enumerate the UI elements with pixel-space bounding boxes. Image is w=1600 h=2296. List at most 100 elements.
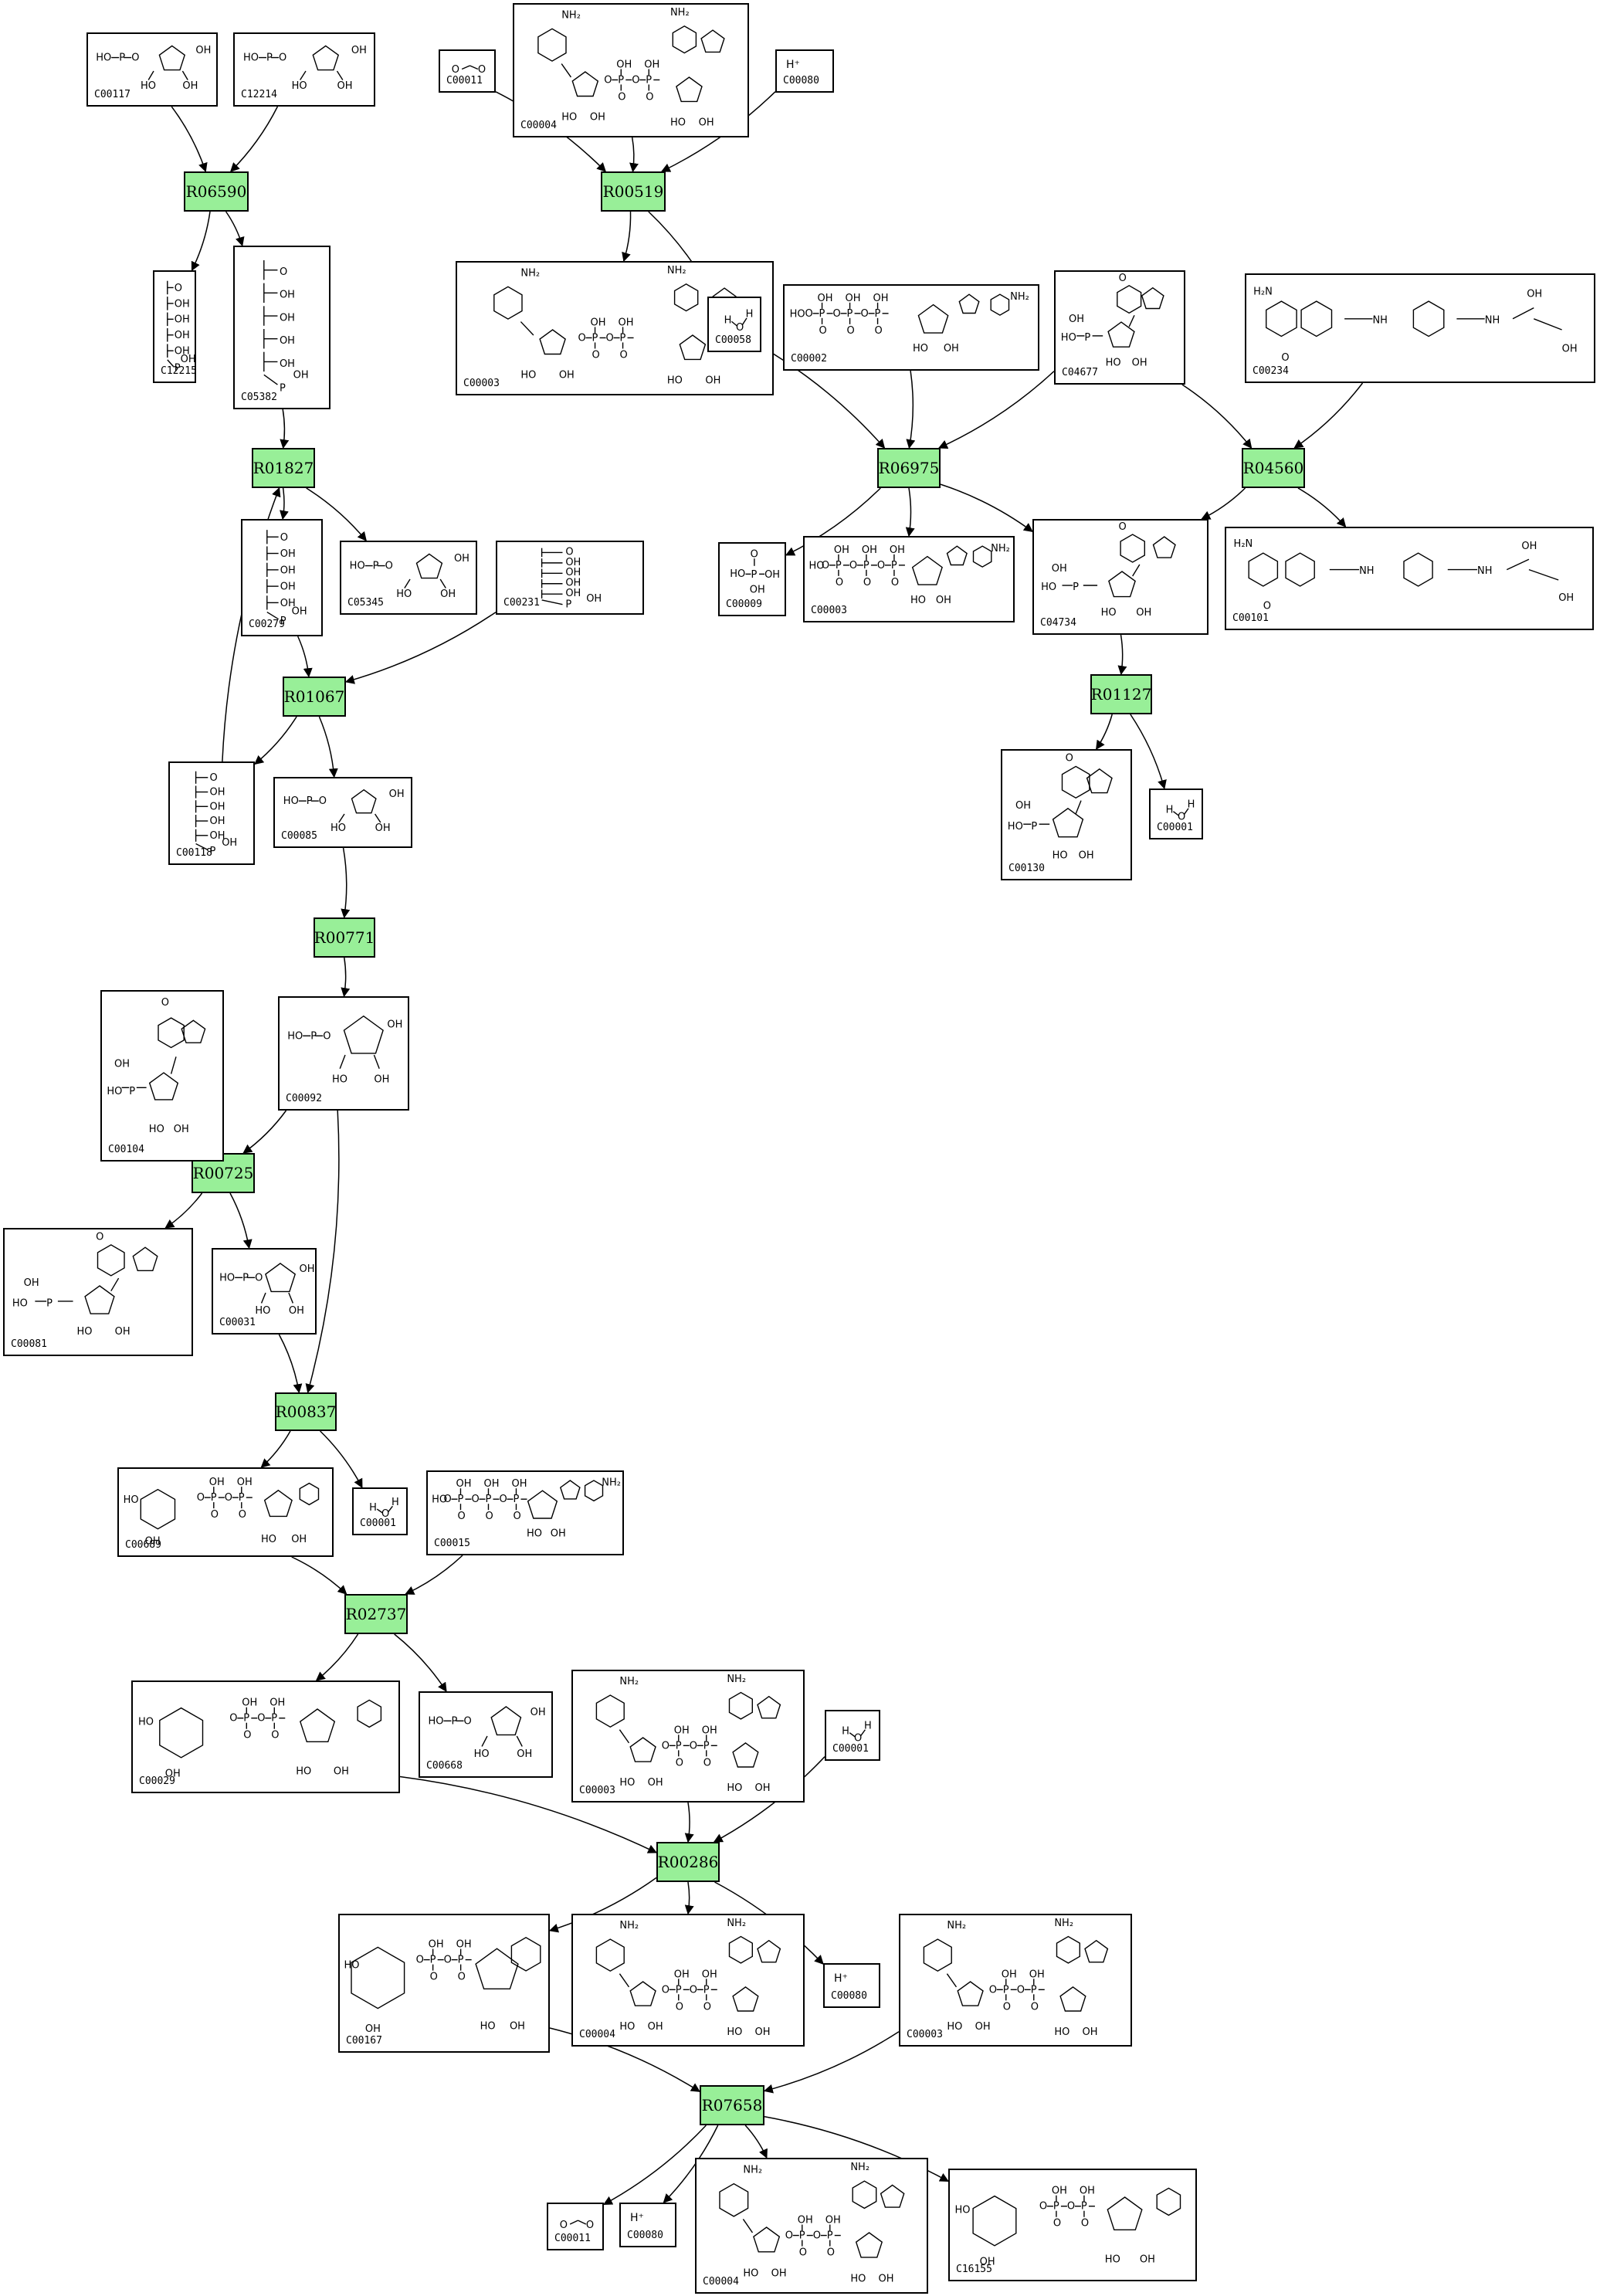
- svg-text:HO: HO: [667, 375, 683, 387]
- reaction-node[interactable]: R07658: [700, 2085, 764, 2125]
- reaction-edge: [713, 1756, 825, 1843]
- svg-text:OH: OH: [165, 1769, 181, 1780]
- svg-text:P: P: [271, 1713, 277, 1725]
- svg-text:OH: OH: [1069, 314, 1084, 325]
- svg-text:O: O: [847, 325, 855, 337]
- reaction-node[interactable]: R00771: [314, 917, 375, 958]
- reaction-node[interactable]: R00286: [656, 1842, 720, 1882]
- svg-text:OH: OH: [511, 1478, 527, 1490]
- reaction-edge: [191, 211, 211, 272]
- svg-text:OH: OH: [699, 117, 714, 129]
- svg-text:OH: OH: [375, 822, 391, 834]
- svg-text:HO: HO: [619, 1777, 635, 1789]
- svg-text:HO: HO: [344, 1959, 359, 1971]
- reaction-node[interactable]: R06590: [184, 171, 249, 212]
- reaction-edge: [306, 487, 367, 541]
- compound-id-label: C00009: [726, 599, 762, 610]
- svg-text:OH: OH: [798, 2215, 813, 2226]
- reaction-node[interactable]: R00837: [275, 1392, 337, 1431]
- reaction-node[interactable]: R06975: [877, 448, 941, 488]
- compound-id-label: C00117: [94, 89, 131, 100]
- compound-node[interactable]: H⁺C00080: [619, 2203, 676, 2247]
- svg-text:H: H: [842, 1726, 849, 1738]
- reaction-edge: [1130, 714, 1167, 790]
- svg-text:O: O: [443, 1494, 451, 1505]
- reaction-node[interactable]: R01067: [283, 677, 346, 717]
- svg-text:O: O: [463, 1715, 471, 1727]
- compound-id-label: C00101: [1232, 612, 1269, 624]
- reaction-edge: [549, 2027, 701, 2092]
- reaction-edge: [318, 716, 338, 778]
- reaction-edge: [315, 1633, 359, 1681]
- svg-text:OH: OH: [280, 548, 296, 560]
- reaction-edge: [937, 371, 1055, 449]
- svg-text:P: P: [836, 560, 842, 571]
- svg-text:O: O: [785, 2230, 793, 2242]
- svg-text:O: O: [1031, 2001, 1039, 2013]
- svg-text:HO: HO: [527, 1528, 542, 1540]
- reaction-node[interactable]: R01127: [1090, 674, 1152, 714]
- reaction-node[interactable]: R01827: [252, 448, 315, 488]
- svg-text:H: H: [724, 314, 732, 326]
- svg-text:HO: HO: [428, 1715, 443, 1727]
- svg-text:OH: OH: [975, 2021, 991, 2033]
- svg-text:O: O: [280, 532, 288, 544]
- svg-text:O: O: [703, 2001, 711, 2013]
- svg-text:OH: OH: [591, 317, 606, 328]
- compound-id-label: C00058: [715, 334, 751, 346]
- svg-text:HO: HO: [790, 308, 805, 320]
- svg-text:OH: OH: [269, 1697, 285, 1709]
- reaction-node[interactable]: R00519: [601, 171, 666, 212]
- svg-text:P: P: [243, 1713, 249, 1725]
- svg-text:O: O: [271, 1730, 279, 1742]
- reaction-edge: [1117, 634, 1127, 676]
- reaction-node[interactable]: R02737: [344, 1594, 408, 1634]
- compound-node[interactable]: H⁺C00080: [775, 49, 834, 93]
- reaction-edge: [905, 487, 915, 538]
- svg-text:HO: HO: [331, 822, 346, 834]
- reaction-node[interactable]: R04560: [1242, 448, 1305, 488]
- compound-node[interactable]: H⁺C00080: [823, 1963, 880, 2008]
